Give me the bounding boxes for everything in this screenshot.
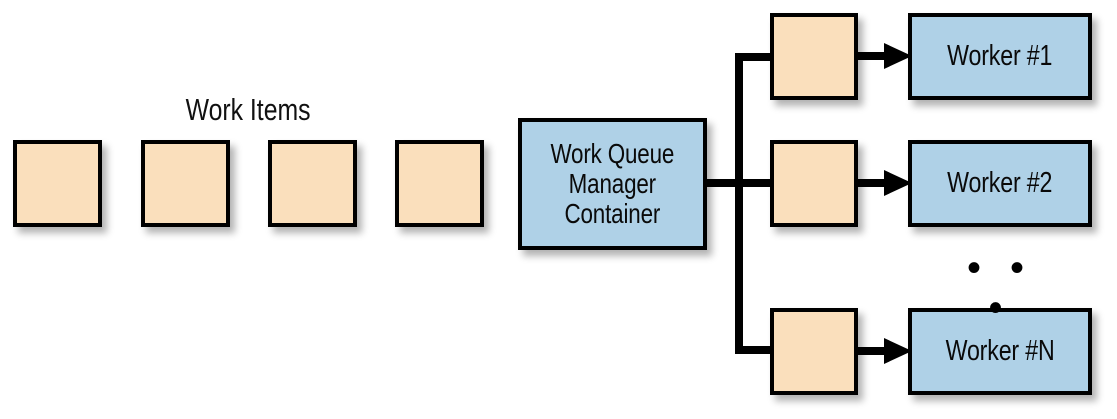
connector-vertical-trunk [735,53,743,354]
connector-branch-3 [735,346,775,354]
arrow-task-to-worker-2 [854,170,912,196]
worker-label-3: Worker #N [945,334,1055,367]
worker-box-2: Worker #2 [908,140,1092,227]
connector-manager-stub [703,179,743,187]
work-queue-manager-container-label: Work Queue Manager Container [550,137,675,230]
arrow-task-to-worker-3 [854,338,912,364]
work-item-box-3 [268,140,357,227]
worker-box-1: Worker #1 [908,13,1092,100]
task-box-2 [770,140,858,227]
work-queue-manager-container-box: Work Queue Manager Container [518,118,707,250]
worker-box-3: Worker #N [908,308,1092,395]
connector-branch-2 [735,179,775,187]
work-item-box-2 [141,140,230,227]
work-item-box-1 [13,140,102,227]
worker-label-2: Worker #2 [947,166,1053,199]
connector-branch-1 [735,53,775,61]
work-items-caption-text: Work Items [185,92,311,127]
task-box-1 [770,13,858,100]
arrow-task-to-worker-1 [854,43,912,69]
task-box-3 [770,308,858,395]
work-items-caption: Work Items [148,94,348,125]
work-item-box-4 [395,140,484,227]
ellipsis-indicator: • • • [966,246,1034,330]
worker-label-1: Worker #1 [947,39,1053,72]
